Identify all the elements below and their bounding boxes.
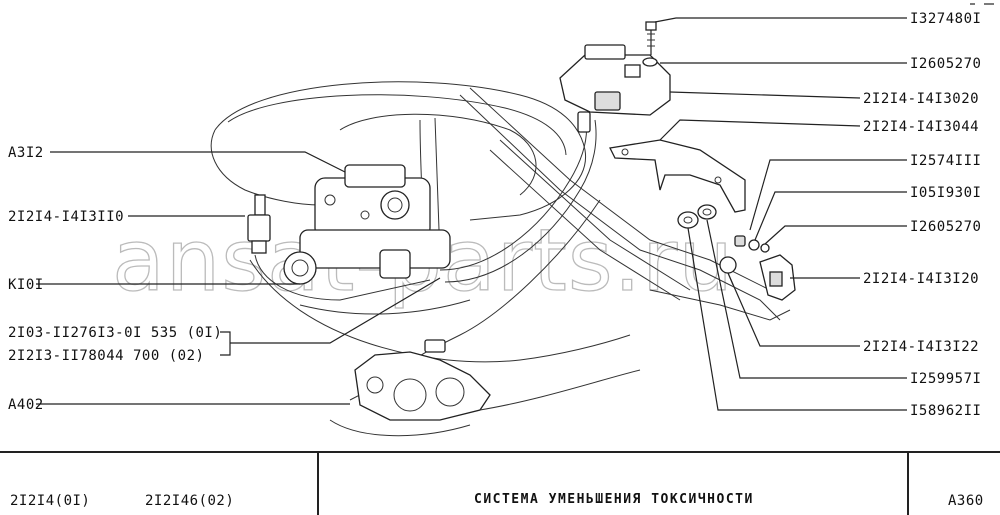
- footer-page-code: A360: [948, 493, 984, 509]
- label-2i2i3-ii78044: 2I2I3-II78044 700 (02): [8, 348, 204, 364]
- label-i58962ii: I58962II: [910, 403, 981, 419]
- label-i05i930i: I05I930I: [910, 185, 981, 201]
- label-a402: A402: [8, 397, 44, 413]
- label-2i03-ii27613: 2I03-II276I3-0I 535 (0I): [8, 325, 222, 341]
- title-block: [0, 3, 1000, 515]
- footer-model-02: 2I2I46(02): [145, 493, 234, 509]
- engine-drawing: [210, 21, 796, 437]
- label-2i2i4-i4i3ii0: 2I2I4-I4I3II0: [8, 209, 124, 225]
- label-i327480i: I327480I: [910, 11, 981, 27]
- label-i2574iii: I2574III: [910, 153, 981, 169]
- label-i259957i: I259957I: [910, 371, 981, 387]
- leader-lines: [36, 17, 907, 411]
- label-2i2i4-i4i3020: 2I2I4-I4I3020: [863, 91, 979, 107]
- label-2i2i4-i4i3044: 2I2I4-I4I3044: [863, 119, 979, 135]
- label-a3i2: A3I2: [8, 145, 44, 161]
- label-ki0i: KI0I: [8, 277, 44, 293]
- label-2i2i4-i4i3i20: 2I2I4-I4I3I20: [863, 271, 979, 287]
- label-i2605270-top: I2605270: [910, 56, 981, 72]
- footer-title: СИСТЕМА УМЕНЬШЕНИЯ ТОКСИЧНОСТИ: [474, 492, 754, 507]
- label-2i2i4-i4i3i22: 2I2I4-I4I3I22: [863, 339, 979, 355]
- footer-model-01: 2I2I4(0I): [10, 493, 90, 509]
- label-i2605270-mid: I2605270: [910, 219, 981, 235]
